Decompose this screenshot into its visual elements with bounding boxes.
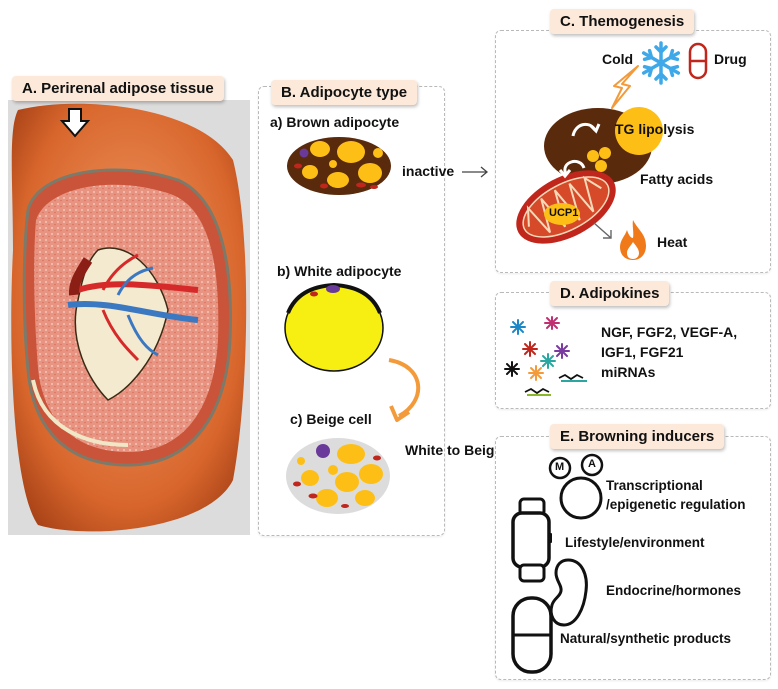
adipokine-line-3: miRNAs xyxy=(601,364,656,380)
ucp1-label: UCP1 xyxy=(549,207,579,219)
endocrine-label: Endocrine/hormones xyxy=(606,583,742,598)
natural-label: Natural/synthetic products xyxy=(560,631,732,646)
heat-label: Heat xyxy=(657,234,688,250)
transcriptional-label-2: /epigenetic regulation xyxy=(606,497,746,512)
drug-label: Drug xyxy=(714,51,747,67)
brown-adipocyte-icon xyxy=(287,137,391,195)
adipokine-line-1: NGF, FGF2, VEGF-A, xyxy=(601,324,738,340)
brown-fat-cell-icon xyxy=(544,107,663,184)
white-adipocyte-label: b) White adipocyte xyxy=(277,263,402,279)
lightning-icon xyxy=(611,65,639,109)
cold-label: Cold xyxy=(602,51,634,67)
beige-cell-icon xyxy=(286,438,390,514)
tg-lipolysis-label: TG lipolysis xyxy=(615,121,695,137)
perirenal-tissue-photo xyxy=(8,100,250,535)
brown-adipocyte-label: a) Brown adipocyte xyxy=(270,114,400,130)
heat-arrow-icon xyxy=(593,222,612,239)
panel-d-title: D. Adipokines xyxy=(550,281,670,306)
curved-arrow-icon xyxy=(388,358,421,422)
smartwatch-icon xyxy=(511,497,552,583)
right-arrow-icon xyxy=(462,166,489,178)
drug-capsule-icon xyxy=(688,42,708,80)
kidney-illustration xyxy=(8,100,250,535)
a-label: A xyxy=(588,458,596,470)
pill-capsule-icon xyxy=(511,596,553,674)
panel-b-title: B. Adipocyte type xyxy=(271,80,418,105)
panel-c-title: C. Themogenesis xyxy=(550,9,695,34)
adipokine-line-2: IGF1, FGF21 xyxy=(601,344,684,360)
white-to-beige-label: White to Beige xyxy=(405,442,503,458)
adipokine-molecules-icon xyxy=(504,316,587,396)
kidney-icon xyxy=(549,558,588,627)
panel-e-title: E. Browning inducers xyxy=(550,424,725,449)
fatty-acids-label: Fatty acids xyxy=(640,171,714,187)
flame-icon xyxy=(620,220,646,260)
lifestyle-label: Lifestyle/environment xyxy=(565,535,705,550)
transcription-circles-icon xyxy=(548,453,604,520)
m-label: M xyxy=(555,461,565,473)
white-adipocyte-icon xyxy=(284,282,384,372)
inactive-label: inactive xyxy=(402,163,455,179)
beige-cell-label: c) Beige cell xyxy=(290,411,372,427)
transcriptional-label-1: Transcriptional xyxy=(606,478,703,493)
snowflake-icon xyxy=(641,41,681,85)
down-arrow-icon xyxy=(59,108,91,138)
panel-a-title: A. Perirenal adipose tissue xyxy=(12,76,224,101)
mitochondrion-icon xyxy=(516,159,616,244)
